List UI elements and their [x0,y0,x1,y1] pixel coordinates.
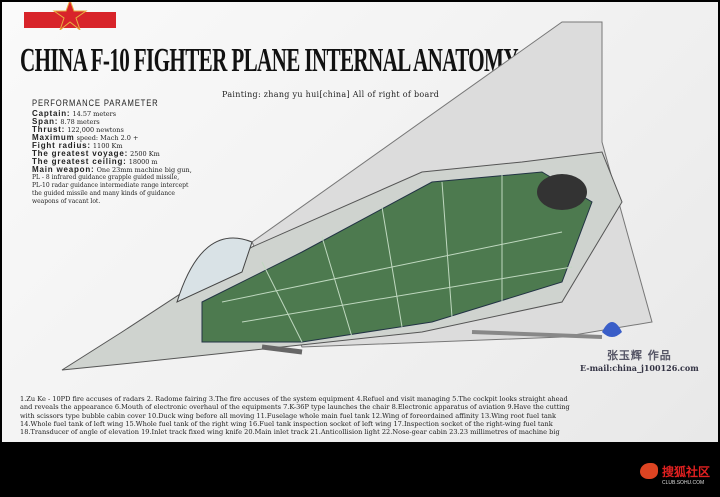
param-row: Span: 8.78 meters [32,117,302,127]
legend-line: with scissors type bubble cabin cover 10… [20,411,557,420]
param-row: The greatest voyage: 2500 Km [32,149,302,159]
param-value: 8.78 meters [60,118,100,126]
param-label: Main weapon: [32,165,95,174]
weapon-line: the guided missile and many kinds of gui… [32,190,175,197]
param-label: Span: [32,117,59,126]
parts-legend: 1.Zu Ke - 10PD fire accuses of radars 2.… [20,395,718,436]
param-value: 14.57 meters [72,110,117,118]
param-label: Thrust: [32,125,66,134]
param-value: speed: Mach 2.0 + [76,134,139,142]
watermark-name: 搜狐社区 [662,465,711,479]
param-label: The greatest ceiling: [32,157,127,166]
watermark-url: CLUB.SOHU.COM [662,480,705,486]
red-star-icon [52,2,88,30]
artist-signature: 张玉辉 作品 E-mail:china_j100126.com [580,347,699,373]
artist-email: E-mail:china_j100126.com [580,363,699,373]
param-label: Maximum [32,133,75,142]
legend-line: and reveals the appearance 6.Mouth of el… [20,403,570,412]
artist-name: 张玉辉 作品 [606,349,672,362]
watermark-logo: 搜狐社区 CLUB.SOHU.COM [640,463,710,486]
param-value: 18000 m [128,158,158,166]
param-row: Main weapon: One 23mm machine big gun, [32,165,302,175]
legend-line: 1.Zu Ke - 10PD fire accuses of radars 2.… [20,395,568,403]
weapon-line: PL - 8 infrared guidance grapple guided … [32,174,180,181]
param-label: The greatest voyage: [32,149,129,158]
legend-line: 14.Whole fuel tank of left wing 15.Whole… [20,419,553,428]
page-title: CHINA F-10 FIGHTER PLANE INTERNAL ANATOM… [20,42,519,79]
performance-parameters: PERFORMANCE PARAMETER Captain: 14.57 met… [32,98,302,206]
param-value: 2500 Km [130,150,160,158]
legend-line: 18.Transducer of angle of elevation 19.I… [20,428,560,437]
weapon-line: weapons of vacant lot. [32,198,101,205]
param-row: The greatest ceiling: 18000 m [32,157,302,167]
fighter-cutaway-illustration [61,21,653,371]
param-row: Maximum speed: Mach 2.0 + [32,133,302,143]
param-label: Captain: [32,109,71,118]
param-row: Fight radius: 1100 Km [32,141,302,151]
flag-emblem [24,2,116,30]
param-label: Fight radius: [32,141,91,150]
performance-heading: PERFORMANCE PARAMETER [32,98,159,108]
param-row: Thrust: 122,000 newtons [32,125,302,135]
credit-line: Painting: zhang yu hui[china] All of rig… [222,90,440,99]
weapon-line: PL-10 radar guidance intermediate range … [32,182,189,189]
mascot-icon [602,322,622,337]
fox-icon [640,463,658,479]
param-value: 122,000 newtons [67,126,124,134]
param-value: 1100 Km [92,142,123,150]
param-row: Captain: 14.57 meters [32,109,302,119]
poster: CHINA F-10 FIGHTER PLANE INTERNAL ANATOM… [2,2,718,442]
param-value: One 23mm machine big gun, [96,166,192,174]
